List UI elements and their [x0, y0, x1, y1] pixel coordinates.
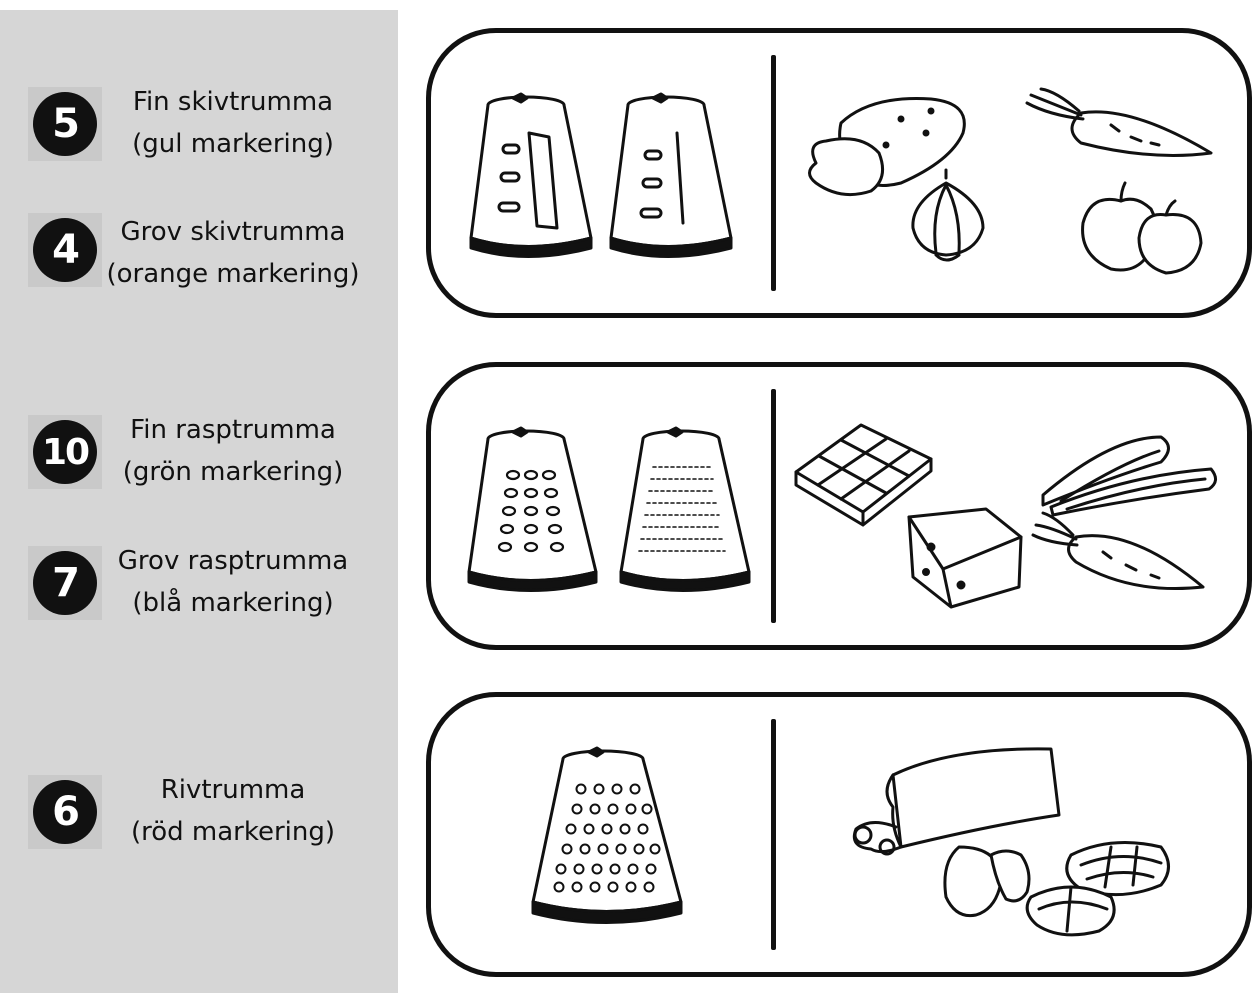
drum-number-badge: 5 [28, 87, 102, 161]
legend-item-grinding: 6 Rivtrumma (röd markering) [22, 775, 392, 855]
panel-divider [771, 719, 776, 950]
panel-divider [771, 55, 776, 291]
drum-legend: 5 Fin skivtrumma (gul markering) 4 Grov … [0, 10, 398, 993]
apple-icon [1081, 181, 1203, 275]
drum-marking: (orange markering) [106, 259, 360, 289]
carrot-icon [1025, 87, 1213, 157]
potato-icon [808, 97, 966, 197]
panel-grinding [426, 692, 1252, 977]
drum-marking: (grön markering) [122, 457, 344, 487]
legend-item-coarse-grating: 7 Grov rasptrumma (blå markering) [22, 546, 392, 626]
drum-number-badge: 10 [28, 415, 102, 489]
chocolate-icon [794, 423, 933, 527]
panel-slicing [426, 28, 1252, 318]
coarse-grater-drum-icon [467, 426, 598, 592]
hard-cheese-icon [852, 747, 1061, 856]
drum-number-badge: 4 [28, 213, 102, 287]
onion-icon [911, 168, 985, 262]
drum-name: Fin skivtrumma [132, 87, 334, 117]
drum-name: Grov skivtrumma [120, 217, 346, 247]
slicing-drum-icon [469, 92, 593, 258]
slicing-drum-icon [609, 92, 733, 258]
fine-grater-drum-icon [619, 426, 751, 592]
grinding-drum-icon [531, 746, 683, 924]
drum-name: Grov rasptrumma [117, 546, 349, 576]
panel-slicing-art [469, 87, 1213, 275]
drum-marking: (gul markering) [132, 129, 334, 159]
drum-name: Rivtrumma [160, 775, 306, 805]
drum-name: Fin rasptrumma [130, 415, 336, 445]
panel-divider [771, 389, 776, 623]
panel-grating [426, 362, 1252, 650]
carrot-icon [1031, 511, 1205, 591]
nuts-icon [943, 841, 1170, 937]
drum-number-badge: 6 [28, 775, 102, 849]
drum-number-badge: 7 [28, 546, 102, 620]
drum-marking: (blå markering) [132, 588, 334, 618]
legend-item-coarse-slicing: 4 Grov skivtrumma (orange markering) [22, 213, 392, 293]
drum-marking: (röd markering) [130, 817, 336, 847]
legend-item-fine-slicing: 5 Fin skivtrumma (gul markering) [22, 87, 392, 167]
legend-item-fine-grating: 10 Fin rasptrumma (grön markering) [22, 415, 392, 495]
zucchini-icon [1041, 435, 1217, 517]
panel-grinding-art [531, 746, 1170, 937]
cheese-icon [907, 507, 1023, 609]
panel-grating-art [467, 423, 1217, 609]
